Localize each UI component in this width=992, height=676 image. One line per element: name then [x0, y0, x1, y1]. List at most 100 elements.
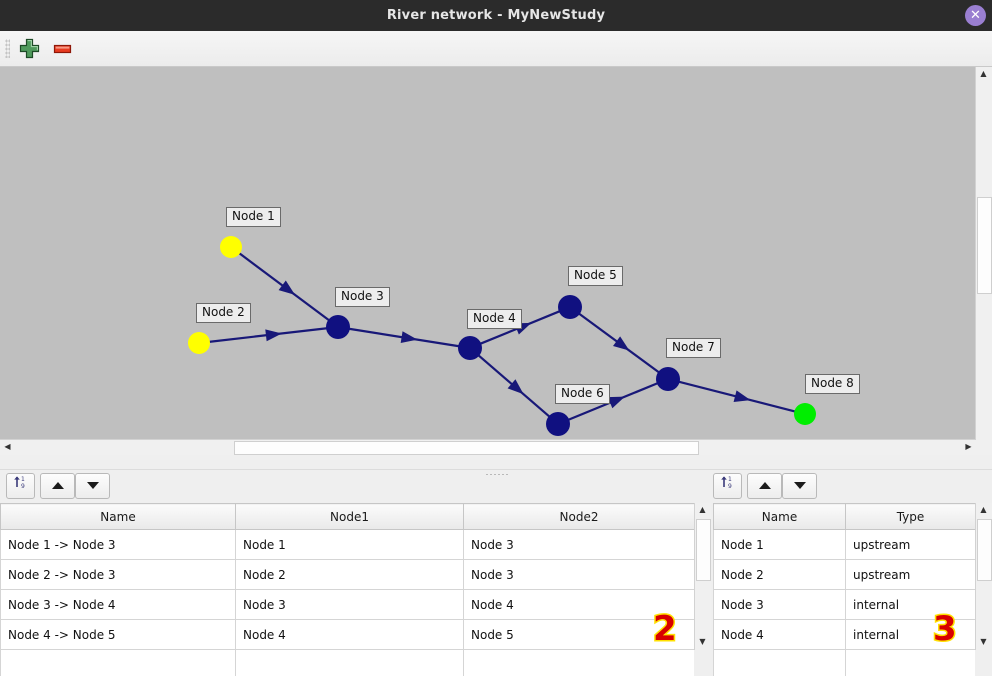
- nodes-table-row[interactable]: [713, 649, 975, 676]
- scroll-right-icon[interactable]: ▶: [961, 440, 976, 455]
- reaches-column-header[interactable]: Node1: [235, 503, 464, 530]
- reaches-scroll-up-icon[interactable]: ▲: [695, 503, 710, 518]
- delete-node-button[interactable]: [51, 37, 75, 61]
- reaches-table-cell[interactable]: [463, 649, 694, 676]
- reaches-vertical-scrollbar[interactable]: ▲ ▼: [694, 503, 711, 650]
- annotation-2: 2: [652, 608, 679, 651]
- reaches-sort-button[interactable]: 1 9: [6, 473, 35, 499]
- window-title: River network - MyNewStudy: [386, 8, 606, 23]
- nodes-scroll-up-icon[interactable]: ▲: [976, 503, 991, 518]
- reaches-move-down-button[interactable]: [75, 473, 110, 499]
- nodes-table-cell[interactable]: upstream: [845, 529, 975, 560]
- nodes-table-cell[interactable]: Node 2: [713, 559, 846, 590]
- scroll-left-icon[interactable]: ◀: [0, 440, 15, 455]
- nodes-vertical-scrollbar[interactable]: ▲ ▼: [975, 503, 992, 650]
- reaches-table-cell[interactable]: Node 3: [463, 529, 694, 560]
- reaches-column-header[interactable]: Name: [0, 503, 236, 530]
- reaches-table-cell[interactable]: Node 4: [463, 589, 694, 620]
- graph-node-node-6[interactable]: [546, 412, 570, 436]
- nodes-table-cell[interactable]: Node 4: [713, 619, 846, 650]
- reaches-table-cell[interactable]: Node 2 -> Node 3: [0, 559, 236, 590]
- nodes-sort-button[interactable]: 1 9: [713, 473, 742, 499]
- reaches-table-cell[interactable]: Node 1: [235, 529, 464, 560]
- nodes-scroll-down-icon[interactable]: ▼: [976, 635, 991, 650]
- graph-node-node-8[interactable]: [794, 403, 816, 425]
- triangle-up-icon: [51, 482, 64, 489]
- network-graph: [188, 236, 816, 436]
- reaches-table-cell[interactable]: Node 4: [235, 619, 464, 650]
- graph-node-label-node-4[interactable]: Node 4: [467, 309, 522, 329]
- graph-node-node-3[interactable]: [326, 315, 350, 339]
- scroll-up-icon[interactable]: ▲: [976, 67, 991, 82]
- graph-node-label-node-7[interactable]: Node 7: [666, 338, 721, 358]
- graph-node-label-node-2[interactable]: Node 2: [196, 303, 251, 323]
- reaches-table-cell[interactable]: Node 5: [463, 619, 694, 650]
- reaches-scroll-down-icon[interactable]: ▼: [695, 635, 710, 650]
- nodes-table-cell[interactable]: internal: [845, 589, 975, 620]
- reaches-vscroll-thumb[interactable]: [696, 519, 711, 581]
- reaches-table-row[interactable]: [0, 649, 694, 676]
- edge-arrow-icon: [733, 390, 751, 402]
- reaches-table-cell[interactable]: Node 4 -> Node 5: [0, 619, 236, 650]
- nodes-column-header[interactable]: Name: [713, 503, 846, 530]
- nodes-table-cell[interactable]: internal: [845, 619, 975, 650]
- main-toolbar: [0, 31, 992, 67]
- graph-node-node-4[interactable]: [458, 336, 482, 360]
- graph-vertical-scrollbar[interactable]: ▲ ▼: [975, 67, 992, 454]
- graph-node-label-node-6[interactable]: Node 6: [555, 384, 610, 404]
- reaches-table-cell[interactable]: Node 3: [235, 589, 464, 620]
- nodes-table-cell[interactable]: Node 3: [713, 589, 846, 620]
- reaches-table-cell[interactable]: Node 1 -> Node 3: [0, 529, 236, 560]
- graph-hscroll-thumb[interactable]: [234, 441, 699, 455]
- reaches-table-cell[interactable]: Node 3: [463, 559, 694, 590]
- nodes-table-cell[interactable]: [845, 649, 975, 676]
- minus-icon: [53, 44, 72, 54]
- nodes-table-cell[interactable]: Node 1: [713, 529, 846, 560]
- graph-node-label-node-5[interactable]: Node 5: [568, 266, 623, 286]
- graph-node-label-node-8[interactable]: Node 8: [805, 374, 860, 394]
- panel-splitter[interactable]: [0, 469, 992, 479]
- nodes-table-cell[interactable]: [713, 649, 846, 676]
- river-network-canvas[interactable]: Node 1 Node 2 Node 3 Node 4 Node 5 Node 6 Node…: [0, 67, 976, 454]
- nodes-vscroll-thumb[interactable]: [977, 519, 992, 581]
- nodes-move-down-button[interactable]: [782, 473, 817, 499]
- toolbar-grip[interactable]: [5, 39, 10, 58]
- reaches-table-cell[interactable]: Node 2: [235, 559, 464, 590]
- graph-node-node-1[interactable]: [220, 236, 242, 258]
- add-node-button[interactable]: [18, 37, 42, 61]
- nodes-column-header[interactable]: Type: [845, 503, 975, 530]
- reaches-move-up-button[interactable]: [40, 473, 75, 499]
- edge-arrow-icon: [507, 379, 524, 395]
- nodes-move-up-button[interactable]: [747, 473, 782, 499]
- graph-vscroll-thumb[interactable]: [977, 197, 992, 294]
- reaches-table-cell[interactable]: [0, 649, 236, 676]
- splitter-grip[interactable]: [485, 473, 509, 476]
- graph-node-node-2[interactable]: [188, 332, 210, 354]
- reaches-table-cell[interactable]: [235, 649, 464, 676]
- nodes-table-cell[interactable]: upstream: [845, 559, 975, 590]
- graph-node-label-node-1[interactable]: Node 1: [226, 207, 281, 227]
- graph-node-label-node-3[interactable]: Node 3: [335, 287, 390, 307]
- reaches-column-header[interactable]: Node2: [463, 503, 694, 530]
- graph-node-node-5[interactable]: [558, 295, 582, 319]
- sort-ascending-icon: 1 9: [714, 474, 739, 496]
- close-icon[interactable]: ✕: [965, 5, 986, 26]
- reaches-table-cell[interactable]: Node 3 -> Node 4: [0, 589, 236, 620]
- graph-node-node-7[interactable]: [656, 367, 680, 391]
- graph-horizontal-scrollbar[interactable]: ◀ ▶: [0, 439, 976, 455]
